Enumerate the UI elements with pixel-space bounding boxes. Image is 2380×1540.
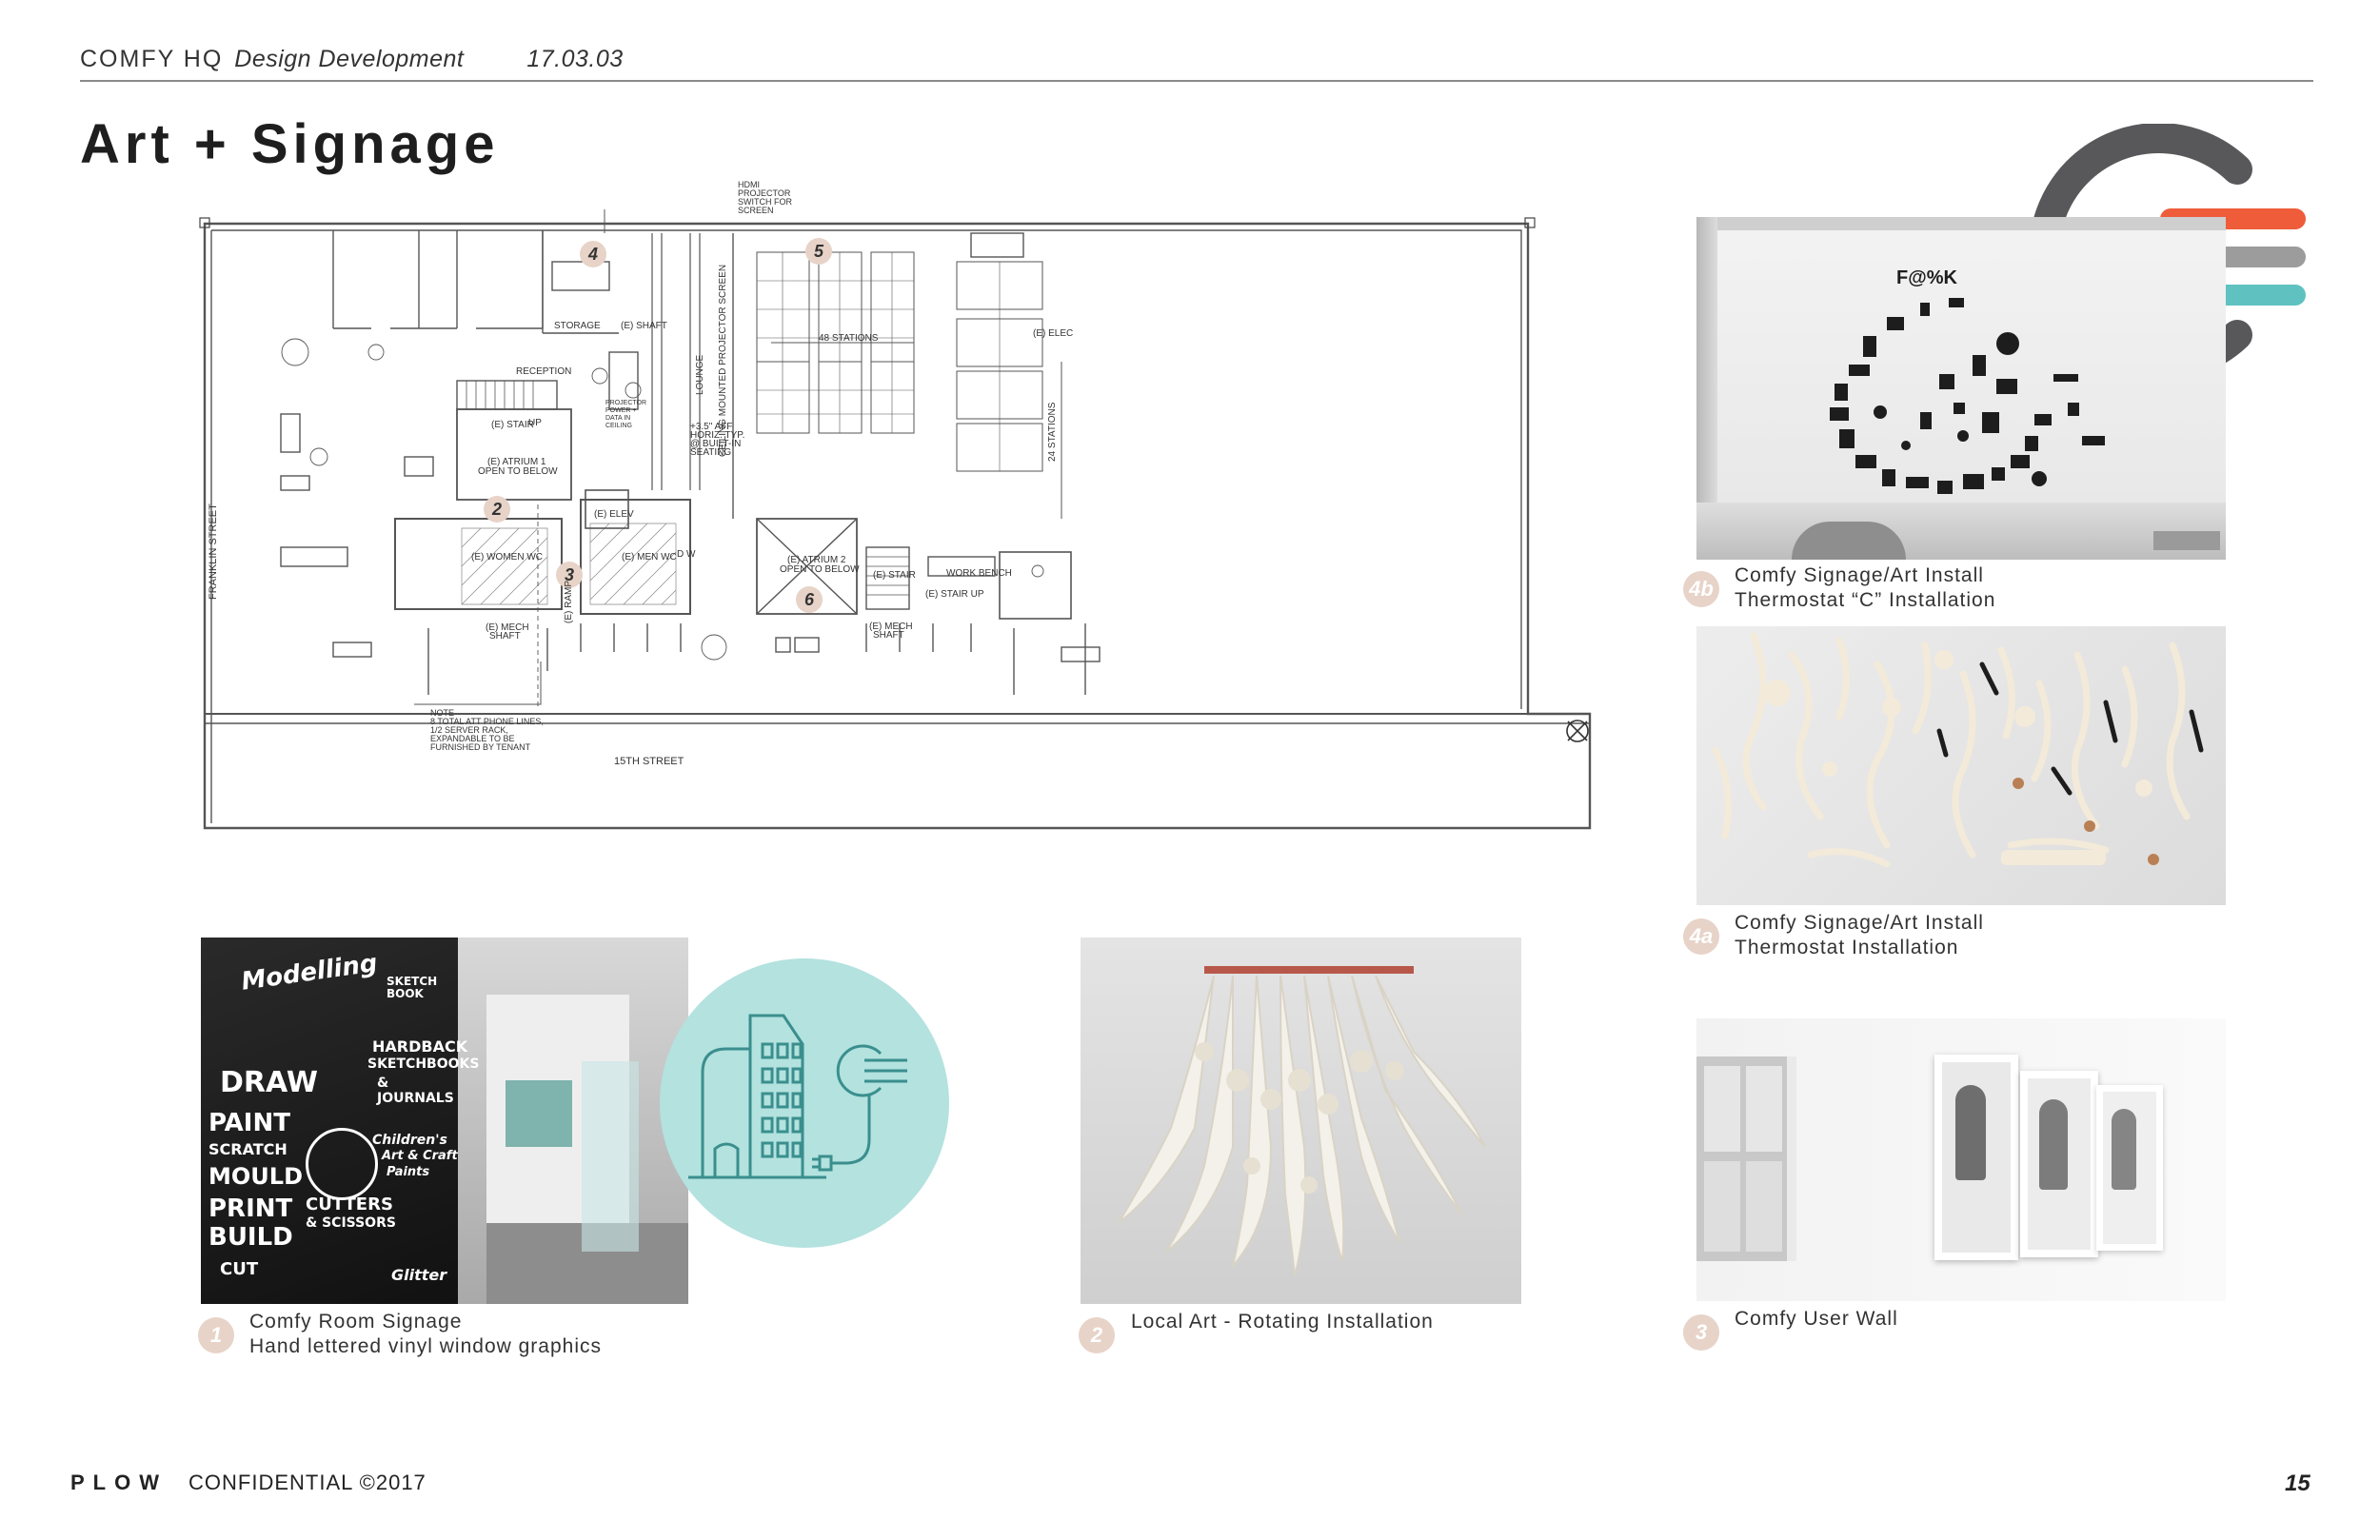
marker-4: 4 [587, 245, 598, 264]
caption-3: Comfy User Wall [1735, 1307, 1898, 1332]
document-date: 17.03.03 [526, 46, 624, 72]
plan-label-atrium1-b: OPEN TO BELOW [478, 466, 558, 477]
plan-label-projector-b: POWER + [605, 407, 636, 414]
caption-4b-line2: Thermostat “C” Installation [1735, 589, 1996, 611]
plan-label-mech-shaft-right-b: SHAFT [873, 630, 904, 641]
rope-knot-installation-photo [1696, 626, 2226, 905]
plan-label-builtin-d: SEATING [690, 447, 731, 458]
plan-label-stations-right: 24 STATIONS [1047, 402, 1058, 462]
window-graphics-text: Modelling SKETCH BOOK DRAW PAINT SCRATCH… [208, 949, 480, 1284]
plan-label-stair-left: (E) STAIR [491, 420, 534, 430]
project-phase: Design Development [234, 46, 465, 72]
plan-label-projector-d: CEILING [605, 423, 632, 429]
plan-note-line-2: 8 TOTAL ATT PHONE LINES, [430, 717, 544, 726]
thermostat-c-text: F@%K [1896, 267, 1958, 288]
plan-label-builtin-b: HORIZ. TYP. [690, 430, 744, 441]
plan-label-stair-right: (E) STAIR [873, 570, 916, 581]
plan-label-lounge: LOUNGE [695, 354, 705, 395]
plow-logo: PLOW [70, 1471, 168, 1494]
plan-label-atrium2-a: (E) ATRIUM 2 [787, 555, 846, 565]
caption-badge-2: 2 [1079, 1317, 1115, 1353]
floor-plan: 4 5 2 3 6 STORAGE (E) SHAFT RECEPTION (E… [199, 180, 1592, 830]
plan-label-street-bottom: 15TH STREET [614, 756, 684, 767]
confidential-notice: CONFIDENTIAL ©2017 [188, 1471, 426, 1494]
plan-label-storage: STORAGE [554, 321, 601, 331]
caption-4a-line1: Comfy Signage/Art Install [1735, 912, 1984, 934]
plan-label-atrium1-a: (E) ATRIUM 1 [487, 457, 546, 467]
caption-badge-1: 1 [198, 1317, 234, 1353]
plan-label-mech-shaft-right-a: (E) MECH [869, 622, 913, 632]
plan-label-women-wc: (E) WOMEN WC [471, 552, 543, 563]
page-title: Art + Signage [80, 113, 500, 175]
north-arrow-icon [1566, 720, 1589, 742]
marker-2: 2 [491, 500, 502, 519]
plan-label-shaft: (E) SHAFT [621, 321, 667, 331]
plan-label-stations-top: 48 STATIONS [819, 333, 879, 344]
caption-badge-4b: 4b [1683, 571, 1719, 607]
plan-label-up: UP [528, 418, 542, 428]
plan-label-street-left: FRANKLIN STREET [208, 503, 219, 600]
plan-note-line-4: EXPANDABLE TO BE [430, 734, 515, 743]
smart-building-icon [660, 958, 949, 1248]
caption-3-line1: Comfy User Wall [1735, 1308, 1898, 1330]
plan-label-elec: (E) ELEC [1033, 328, 1073, 339]
plan-label-dw: D W [677, 549, 696, 560]
caption-1-line1: Comfy Room Signage [249, 1311, 463, 1333]
plan-label-mech-shaft-left-b: SHAFT [489, 631, 521, 642]
page-footer: PLOW CONFIDENTIAL ©2017 [70, 1471, 426, 1495]
plan-label-atrium2-b: OPEN TO BELOW [780, 564, 860, 575]
marker-3: 3 [565, 565, 574, 584]
rope-knot-artwork [1712, 632, 2204, 868]
plan-label-projector-a: PROJECTOR [605, 400, 646, 406]
plan-note-line-1: NOTE [430, 708, 454, 718]
plan-label-mech-shaft-left-a: (E) MECH [486, 622, 529, 633]
wool-artwork [1118, 975, 1486, 1276]
caption-4b-line1: Comfy Signage/Art Install [1735, 564, 1984, 586]
thermostat-c-artwork: F@%K [1830, 267, 2105, 494]
plan-label-builtin-c: @ BUILT-IN [690, 439, 741, 449]
rotating-art-photo [1081, 938, 1521, 1304]
caption-4a-line2: Thermostat Installation [1735, 937, 1959, 958]
plan-label-stair-up: (E) STAIR UP [925, 589, 984, 600]
plan-label-men-wc: (E) MEN WC [622, 552, 677, 563]
plan-label-reception: RECEPTION [516, 366, 571, 377]
plan-label-hdmi-a: HDMI [738, 180, 760, 189]
plan-label-ceiling-screen: CEILING MOUNTED PROJECTOR SCREEN [718, 265, 728, 457]
plan-label-elev: (E) ELEV [594, 509, 634, 520]
plan-label-projector-c: DATA IN [605, 415, 630, 422]
plan-label-hdmi-d: SCREEN [738, 206, 774, 215]
caption-4b: Comfy Signage/Art Install Thermostat “C”… [1735, 563, 1995, 613]
project-name: COMFY HQ [80, 46, 224, 72]
marker-5: 5 [814, 242, 824, 261]
color-wheel-icon [306, 1128, 378, 1200]
plan-note-line-3: 1/2 SERVER RACK, [430, 725, 508, 735]
thermostat-c-installation-photo: F@%K [1696, 217, 2226, 560]
plan-note-line-5: FURNISHED BY TENANT [430, 742, 531, 752]
caption-2: Local Art - Rotating Installation [1131, 1310, 1434, 1334]
plan-label-work-bench: WORK BENCH [946, 568, 1012, 579]
caption-badge-3: 3 [1683, 1314, 1719, 1351]
plan-label-hdmi-c: SWITCH FOR [738, 197, 792, 207]
caption-1: Comfy Room Signage Hand lettered vinyl w… [249, 1310, 602, 1359]
caption-badge-4a: 4a [1683, 918, 1719, 955]
caption-2-line1: Local Art - Rotating Installation [1131, 1311, 1434, 1333]
plan-label-builtin-a: +3.5" AFF [690, 422, 732, 432]
page-header: COMFY HQ Design Development 17.03.03 [80, 46, 624, 73]
plan-label-ramp: (E) RAMP [564, 581, 574, 623]
header-rule [80, 80, 2313, 82]
page-number: 15 [2285, 1471, 2311, 1496]
window-graphics-photo: Modelling SKETCH BOOK DRAW PAINT SCRATCH… [201, 938, 688, 1304]
user-wall-photo [1696, 1018, 2226, 1301]
marker-6: 6 [804, 590, 815, 609]
caption-1-line2: Hand lettered vinyl window graphics [249, 1335, 603, 1357]
caption-4a: Comfy Signage/Art Install Thermostat Ins… [1735, 911, 1984, 960]
plan-label-hdmi-b: PROJECTOR [738, 188, 791, 198]
